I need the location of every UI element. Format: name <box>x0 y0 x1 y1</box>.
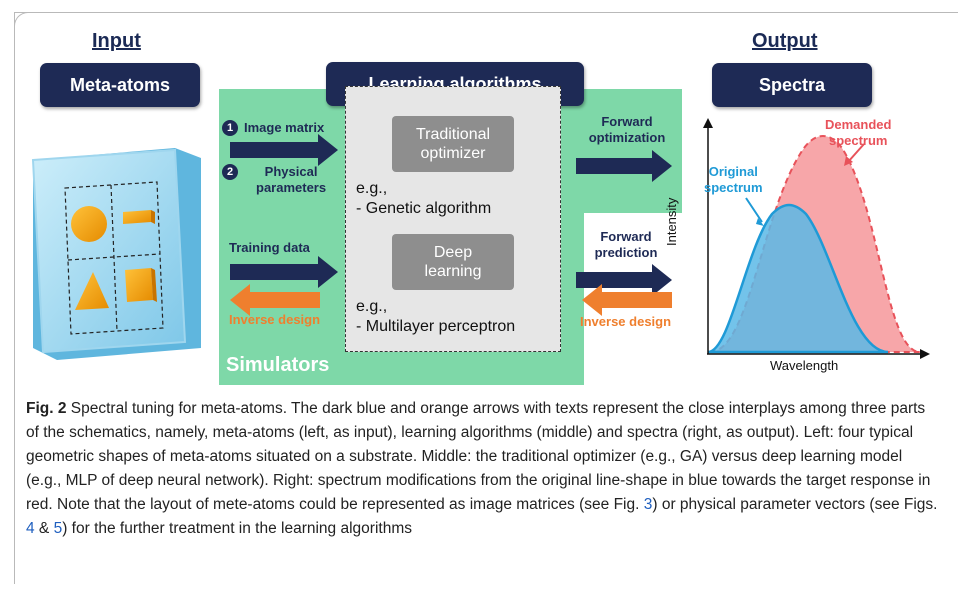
figure-frame-left <box>14 12 15 584</box>
traditional-optimizer-box: Traditional optimizer <box>392 116 514 172</box>
caption-text-2: ) or physical parameter vectors (see Fig… <box>652 496 938 513</box>
training-data-arrow <box>230 256 338 288</box>
right-inverse-design-arrow <box>582 284 672 316</box>
meta-atoms-pill: Meta-atoms <box>40 63 200 107</box>
fig5-link[interactable]: 5 <box>53 520 63 537</box>
bar-meta-atom-side <box>151 210 155 224</box>
meta-atoms-illustration <box>31 148 201 360</box>
forward-pred-line2: prediction <box>594 245 658 260</box>
eg1-line2: - Genetic algorithm <box>356 200 492 217</box>
deep-example: e.g., - Multilayer perceptron <box>356 297 515 337</box>
original-spectrum-pointer <box>745 197 763 223</box>
traditional-line2: optimizer <box>420 145 486 162</box>
training-data-label: Training data <box>229 240 310 255</box>
step2-badge: 2 <box>222 164 238 180</box>
demanded-line1: Demanded <box>825 117 892 132</box>
figure-caption: Fig. 2 Spectral tuning for meta-atoms. T… <box>26 397 938 541</box>
caption-text-4: ) for the further treatment in the learn… <box>62 520 412 537</box>
eg2-line1: e.g., <box>356 298 388 315</box>
demanded-spectrum-pointer <box>847 143 865 163</box>
eg2-line2: - Multilayer perceptron <box>356 318 516 335</box>
forward-optimization-arrow <box>576 150 672 182</box>
image-matrix-arrow <box>230 134 338 166</box>
physical-line2: parameters <box>256 180 327 195</box>
left-inverse-design-arrow <box>230 284 320 316</box>
x-axis-arrowhead <box>920 349 930 359</box>
demanded-pointer-head <box>844 156 853 166</box>
deep-learning-box: Deep learning <box>392 234 514 290</box>
bar-meta-atom <box>123 210 151 224</box>
unit-cell-hline <box>67 253 161 261</box>
simulators-region-edge <box>569 213 584 385</box>
figure-frame-top <box>14 12 958 13</box>
forward-opt-line2: optimization <box>588 130 666 145</box>
demanded-line2: spectrum <box>828 133 888 148</box>
spectrum-plot <box>703 118 930 359</box>
forward-pred-line1: Forward <box>600 229 652 244</box>
y-axis-label: Intensity <box>664 197 679 246</box>
input-header: Input <box>92 30 141 52</box>
fig3-link[interactable]: 3 <box>643 496 653 513</box>
caption-text-3: & <box>34 520 54 537</box>
simulators-region-right <box>569 89 682 213</box>
original-spectrum-fill <box>707 203 889 354</box>
physical-line1: Physical <box>264 164 318 179</box>
figure-frame-corner <box>14 12 29 27</box>
square-meta-atom <box>125 268 153 302</box>
y-axis-arrowhead <box>703 118 713 128</box>
image-matrix-label: Image matrix <box>244 120 325 135</box>
left-inverse-design-label: Inverse design <box>229 312 321 327</box>
fig4-link[interactable]: 4 <box>26 520 35 537</box>
x-axis-label: Wavelength <box>770 358 839 373</box>
circle-meta-atom <box>71 206 107 242</box>
original-line1: Original <box>708 164 758 179</box>
spectra-pill: Spectra <box>712 63 872 107</box>
triangle-meta-atom <box>75 272 109 310</box>
caption-text-1: Spectral tuning for meta-atoms. The dark… <box>26 400 931 513</box>
forward-prediction-arrow <box>576 264 672 296</box>
substrate-top <box>31 148 187 354</box>
step1-badge: 1 <box>222 120 238 136</box>
deep-line2: learning <box>424 263 482 280</box>
deep-line1: Deep <box>433 244 473 261</box>
traditional-example: e.g., - Genetic algorithm <box>356 179 491 219</box>
eg1-line1: e.g., <box>356 180 388 197</box>
figure-label: Fig. 2 <box>26 400 67 417</box>
original-line2: spectrum <box>704 180 763 195</box>
unit-cell-vline <box>110 184 118 332</box>
original-pointer-head <box>756 218 764 226</box>
right-inverse-design-label: Inverse design <box>580 314 672 329</box>
unit-cell-outline <box>64 181 164 335</box>
simulators-label: Simulators <box>226 354 330 376</box>
output-header: Output <box>752 30 818 52</box>
forward-opt-line1: Forward <box>601 114 653 129</box>
square-meta-atom-side <box>151 268 157 302</box>
traditional-line1: Traditional <box>415 126 491 143</box>
